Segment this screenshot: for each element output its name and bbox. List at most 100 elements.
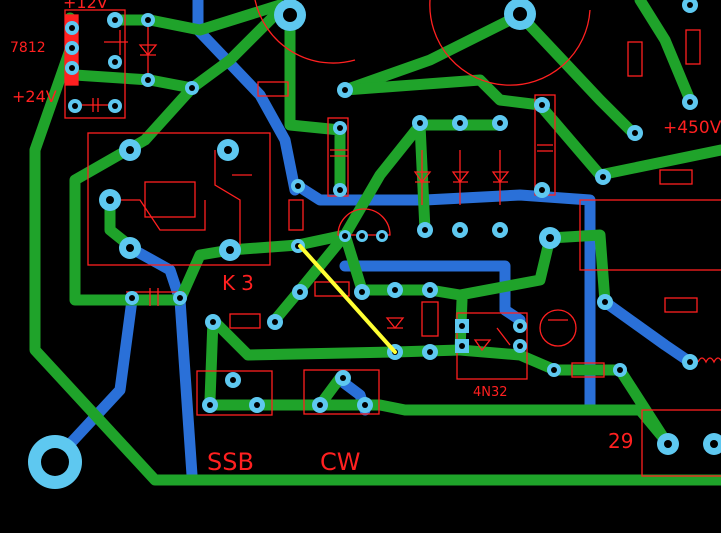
resistor-r3 (229, 313, 261, 329)
pad-hole (427, 287, 433, 293)
pad-hole (457, 120, 463, 126)
pad-hole (145, 77, 151, 83)
connector-29-outline (641, 409, 721, 477)
jumper-wire[interactable] (298, 244, 397, 354)
pad-hole (459, 323, 465, 329)
pad-hole (546, 234, 554, 242)
pad-hole (69, 25, 75, 31)
resistor-r24 (257, 81, 289, 97)
pad-hole (145, 17, 151, 23)
pad-hole (207, 402, 213, 408)
pad-hole (497, 120, 503, 126)
pad-hole (497, 227, 503, 233)
component-right-outline (579, 199, 721, 271)
switch-cw-outline (303, 369, 380, 415)
mounting-hole (41, 448, 69, 476)
pad-hole (342, 87, 348, 93)
relay-k3-coil (144, 181, 196, 218)
pad-hole (112, 103, 118, 109)
pad-hole (359, 233, 365, 239)
pad-hole (664, 440, 672, 448)
pad-hole (710, 440, 718, 448)
blue-trace-right-diagonal (599, 296, 696, 368)
pad-hole (106, 196, 114, 204)
label-7812: 7812 (10, 40, 46, 56)
pad-hole (230, 377, 236, 383)
transistor-q2-outline (539, 309, 577, 347)
pad-hole (687, 2, 693, 8)
label-connector-29: 29 (608, 429, 633, 453)
pad-hole (359, 289, 365, 295)
pad-hole (112, 59, 118, 65)
green-top-feed (109, 0, 286, 36)
label-cw: CW (320, 448, 361, 476)
pad-hole (632, 130, 638, 136)
pad-hole (457, 227, 463, 233)
opto-4n32-led (473, 339, 492, 352)
pad-hole (129, 295, 135, 301)
pads-layer (65, 0, 721, 455)
resistor-r7 (685, 29, 701, 65)
blue-trace-top-left (192, 0, 301, 196)
cap-electrolytic-a (254, 0, 356, 64)
pad-hole (69, 45, 75, 51)
green-top-right-arc (339, 9, 641, 141)
pad-hole (602, 299, 608, 305)
pad-hole (189, 85, 195, 91)
green-top-center (284, 9, 346, 196)
green-right-upper (634, 0, 696, 106)
resistor-r5 (571, 362, 605, 378)
pad-hole (392, 287, 398, 293)
pad-hole (297, 289, 303, 295)
pad-hole (317, 402, 323, 408)
transistor-q1-outline (337, 208, 391, 236)
pad-hole (342, 233, 348, 239)
opto-4n32-arrow (496, 327, 511, 346)
pad-hole (126, 244, 134, 252)
label-ssb: SSB (207, 448, 254, 476)
green-450v-link (339, 74, 721, 181)
pad-hole (254, 402, 260, 408)
relay-k3-switch (214, 150, 241, 245)
resistor-r6 (627, 41, 643, 77)
cap-electrolytic-b (429, 0, 591, 86)
green-left-column (69, 82, 236, 306)
pad-hole (517, 343, 523, 349)
pad-hole (69, 65, 75, 71)
pad-hole (72, 103, 78, 109)
pad-hole (551, 367, 557, 373)
label-opto-4n32: 4N32 (473, 385, 508, 400)
pad-hole (126, 146, 134, 154)
labels-layer: +12V 7812 +24V +450V K3 SSB CW 4N32 29 (10, 0, 721, 476)
regulator-outline (64, 9, 126, 119)
pad-hole (224, 146, 232, 154)
pad-hole (459, 343, 465, 349)
pad-hole (340, 375, 346, 381)
pad-hole (687, 359, 693, 365)
green-switch-row (204, 399, 671, 446)
pad-hole (600, 174, 606, 180)
label-450v: +450V (663, 118, 721, 138)
pad-hole (539, 187, 545, 193)
pad-hole (517, 323, 523, 329)
resistor-r1 (288, 199, 304, 231)
pad-hole (687, 99, 693, 105)
pad-hole (617, 367, 623, 373)
pad-hole (226, 246, 234, 254)
blue-trace-left-vertical (128, 244, 198, 481)
label-24v: +24V (12, 87, 57, 106)
pad-hole (283, 8, 297, 22)
blue-trace-mid-horizontal (292, 180, 596, 246)
green-right-lower (544, 229, 611, 308)
pad-hole (422, 227, 428, 233)
pad-hole (513, 7, 527, 21)
resistor-r9 (664, 297, 698, 313)
pad-hole (427, 349, 433, 355)
pad-hole (177, 295, 183, 301)
pad-hole (210, 319, 216, 325)
pad-hole (295, 183, 301, 189)
pad-hole (112, 17, 118, 23)
diode-d5 (385, 317, 405, 330)
inductor-l1 (697, 357, 721, 364)
